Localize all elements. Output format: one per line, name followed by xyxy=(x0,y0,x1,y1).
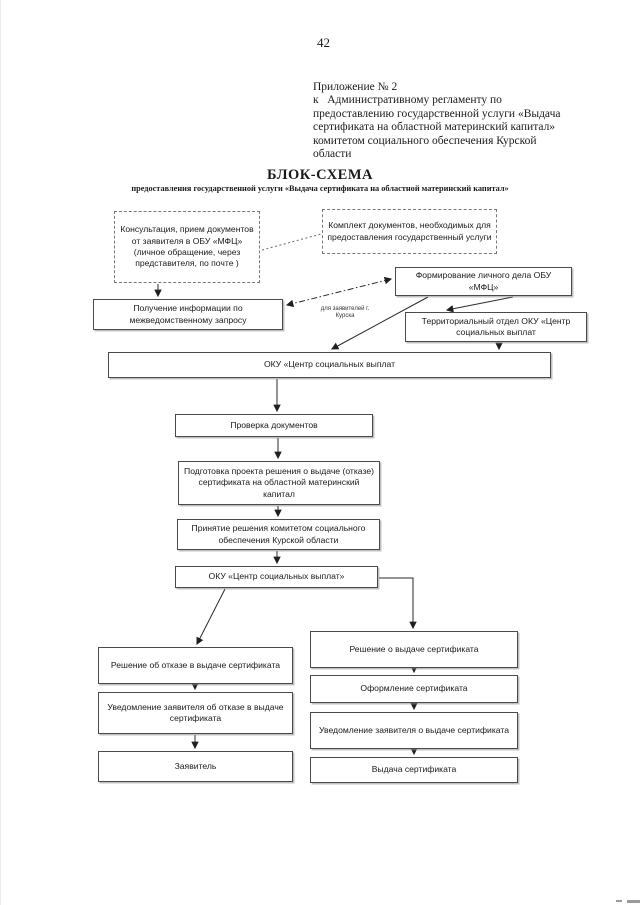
annex-line: комитетом социального обеспечения Курско… xyxy=(313,134,537,147)
node-certificate-registration: Оформление сертификата xyxy=(310,675,518,703)
annex-line: Приложение № 2 xyxy=(313,81,398,93)
node-oku-center-2: ОКУ «Центр социальных выплат» xyxy=(175,566,378,588)
annex-line: сертификата на областной материнский кап… xyxy=(313,121,556,134)
node-oku-center: ОКУ «Центр социальных выплат xyxy=(108,352,551,378)
node-documents-package: Комплект документов, необходимых для пре… xyxy=(322,209,497,254)
node-applicant: Заявитель xyxy=(98,751,293,782)
edge-label-kursk-applicants: для заявителей г. Курска xyxy=(320,306,370,319)
node-personal-file: Формирование личного дела ОБУ «МФЦ» xyxy=(395,267,572,296)
node-territorial-dept: Территориальный отдел ОКУ «Центр социаль… xyxy=(405,312,587,342)
page-number: 42 xyxy=(317,35,330,50)
annex-line: предоставлению государственной услуги «В… xyxy=(313,107,561,120)
scan-artifact xyxy=(627,900,640,903)
node-draft-decision: Подготовка проекта решения о выдаче (отк… xyxy=(178,461,380,505)
page-edge-line xyxy=(0,0,1,905)
node-consultation: Консультация, прием документов от заявит… xyxy=(114,211,260,283)
node-interagency-info: Получение информации по межведомственном… xyxy=(93,299,283,330)
flowchart-subtitle: предоставления государственной услуги «В… xyxy=(131,184,509,193)
node-issue-decision: Решение о выдаче сертификата xyxy=(310,631,518,668)
node-refusal-decision: Решение об отказе в выдаче сертификата xyxy=(98,647,293,684)
node-committee-decision: Принятие решения комитетом социального о… xyxy=(177,519,380,550)
flowchart-title: БЛОК-СХЕМА xyxy=(266,167,374,183)
node-refusal-notification: Уведомление заявителя об отказе в выдаче… xyxy=(98,692,293,734)
annex-header: Приложение № 2 к Административному регла… xyxy=(313,81,581,161)
annex-line: к Административному регламенту по xyxy=(313,94,502,107)
annex-line: области xyxy=(313,148,352,161)
scan-artifact xyxy=(616,900,622,902)
node-certificate-issue: Выдача сертификата xyxy=(310,757,518,783)
node-check-documents: Проверка документов xyxy=(175,414,373,437)
node-issue-notification: Уведомление заявителя о выдаче сертифика… xyxy=(310,712,518,749)
